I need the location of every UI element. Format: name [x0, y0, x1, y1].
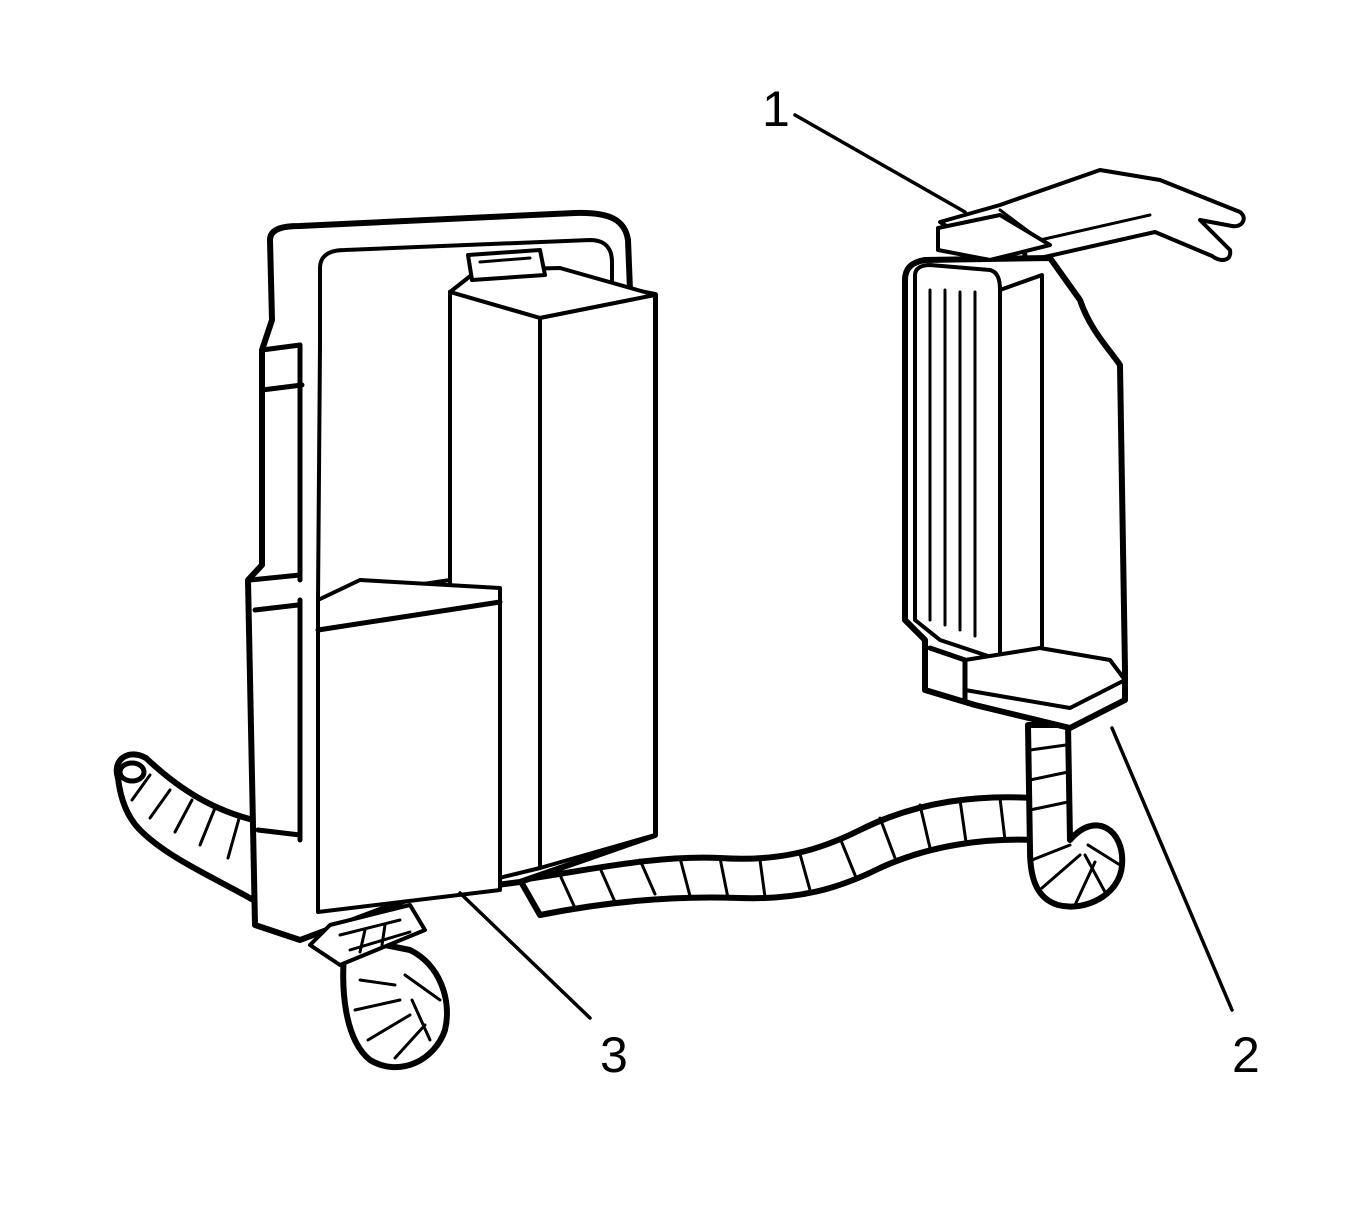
leader-line-2 [1110, 726, 1234, 1012]
callout-label-2: 2 [1232, 1027, 1260, 1083]
right-control-module [902, 168, 1246, 731]
callout-label-3: 3 [600, 1027, 628, 1083]
leader-line-3 [458, 891, 592, 1020]
leader-line-1 [793, 113, 967, 214]
callout-labels: 1 2 3 [600, 81, 1260, 1083]
wiring-harness [113, 722, 1126, 1071]
left-control-module [245, 209, 658, 967]
leader-lines [458, 113, 1234, 1020]
callout-label-1: 1 [762, 81, 790, 137]
